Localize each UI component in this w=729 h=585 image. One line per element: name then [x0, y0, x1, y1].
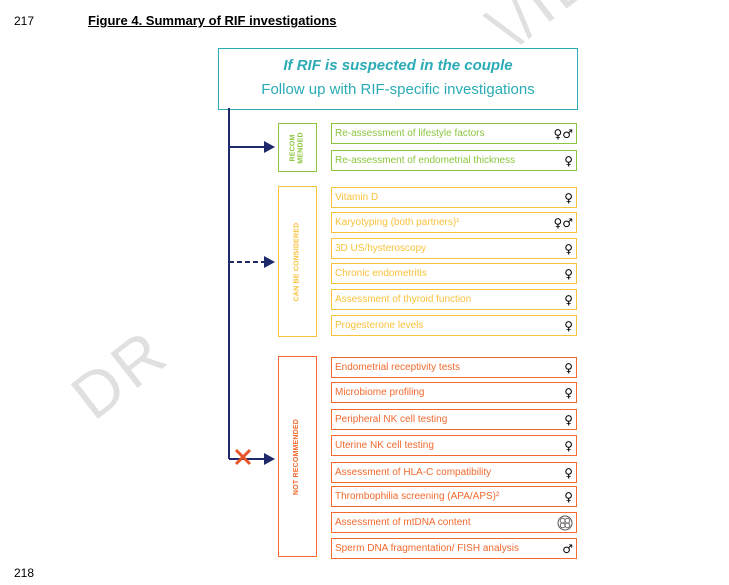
- female-icon: ♀: [564, 385, 573, 400]
- line-number-218: 218: [14, 566, 35, 580]
- item-mtdna: Assessment of mtDNA content: [331, 512, 577, 533]
- item-label: Sperm DNA fragmentation/ FISH analysis: [335, 543, 519, 554]
- considered-arrow-head: [264, 256, 275, 268]
- female-icon: ♀: [564, 292, 573, 307]
- female-icon: ♀: [564, 465, 573, 480]
- item-label: Assessment of mtDNA content: [335, 517, 471, 528]
- item-label: Uterine NK cell testing: [335, 440, 434, 451]
- item-label: Vitamin D: [335, 192, 379, 203]
- female-male-icon: ♀♂: [553, 215, 573, 230]
- item-label: Chronic endometritis: [335, 268, 427, 279]
- female-icon: ♀: [564, 412, 573, 427]
- line-number-217: 217: [14, 14, 35, 28]
- category-not-recommended-label: NOT RECOMMENDED: [293, 418, 301, 495]
- item-chronic-endometritis: Chronic endometritis ♀: [331, 263, 577, 284]
- category-considered-label: CAN BE CONSIDERED: [293, 222, 301, 301]
- item-label: Thrombophilia screening (APA/APS)²: [335, 491, 500, 502]
- item-lifestyle-factors: Re-assessment of lifestyle factors ♀♂: [331, 123, 577, 144]
- category-recommended: RECOM MENDED: [278, 123, 317, 172]
- item-thrombophilia: Thrombophilia screening (APA/APS)² ♀: [331, 486, 577, 507]
- not-recommended-arrow-head: [264, 453, 275, 465]
- item-peripheral-nk: Peripheral NK cell testing ♀: [331, 409, 577, 430]
- female-icon: ♀: [564, 360, 573, 375]
- female-icon: ♀: [564, 241, 573, 256]
- item-label: Peripheral NK cell testing: [335, 414, 448, 425]
- item-label: Endometrial receptivity tests: [335, 362, 461, 373]
- item-label: Re-assessment of endometrial thickness: [335, 155, 516, 166]
- item-label: Assessment of HLA-C compatibility: [335, 467, 492, 478]
- item-vitamin-d: Vitamin D ♀: [331, 187, 577, 208]
- item-endometrial-receptivity: Endometrial receptivity tests ♀: [331, 357, 577, 378]
- item-label: Karyotyping (both partners)¹: [335, 217, 460, 228]
- item-label: Microbiome profiling: [335, 387, 425, 398]
- follow-up-text: Follow up with RIF-specific investigatio…: [261, 81, 535, 98]
- category-not-recommended: NOT RECOMMENDED: [278, 356, 317, 557]
- item-label: Re-assessment of lifestyle factors: [335, 128, 485, 139]
- suspected-rif-heading: If RIF is suspected in the couple: [283, 57, 513, 74]
- item-sperm-dna: Sperm DNA fragmentation/ FISH analysis ♂: [331, 538, 577, 559]
- female-icon: ♀: [564, 190, 573, 205]
- recommended-arrow-head: [264, 141, 275, 153]
- item-label: Assessment of thyroid function: [335, 294, 472, 305]
- item-microbiome-profiling: Microbiome profiling ♀: [331, 382, 577, 403]
- item-label: Progesterone levels: [335, 320, 424, 331]
- female-male-icon: ♀♂: [553, 126, 573, 141]
- embryo-icon: [557, 515, 573, 530]
- item-endometrial-thickness: Re-assessment of endometrial thickness ♀: [331, 150, 577, 171]
- item-progesterone-levels: Progesterone levels ♀: [331, 315, 577, 336]
- item-karyotyping: Karyotyping (both partners)¹ ♀♂: [331, 212, 577, 233]
- item-thyroid-function: Assessment of thyroid function ♀: [331, 289, 577, 310]
- female-icon: ♀: [564, 153, 573, 168]
- suspected-rif-box: If RIF is suspected in the couple Follow…: [218, 48, 578, 110]
- female-icon: ♀: [564, 489, 573, 504]
- item-3d-us-hysteroscopy: 3D US/hysteroscopy ♀: [331, 238, 577, 259]
- female-icon: ♀: [564, 438, 573, 453]
- item-hla-c: Assessment of HLA-C compatibility ♀: [331, 462, 577, 483]
- male-icon: ♂: [562, 541, 573, 556]
- figure-title: Figure 4. Summary of RIF investigations: [88, 13, 337, 28]
- category-can-be-considered: CAN BE CONSIDERED: [278, 186, 317, 337]
- item-uterine-nk: Uterine NK cell testing ♀: [331, 435, 577, 456]
- female-icon: ♀: [564, 318, 573, 333]
- cross-icon: [234, 448, 252, 466]
- female-icon: ♀: [564, 266, 573, 281]
- category-recommended-label: RECOM MENDED: [289, 131, 305, 164]
- item-label: 3D US/hysteroscopy: [335, 243, 427, 254]
